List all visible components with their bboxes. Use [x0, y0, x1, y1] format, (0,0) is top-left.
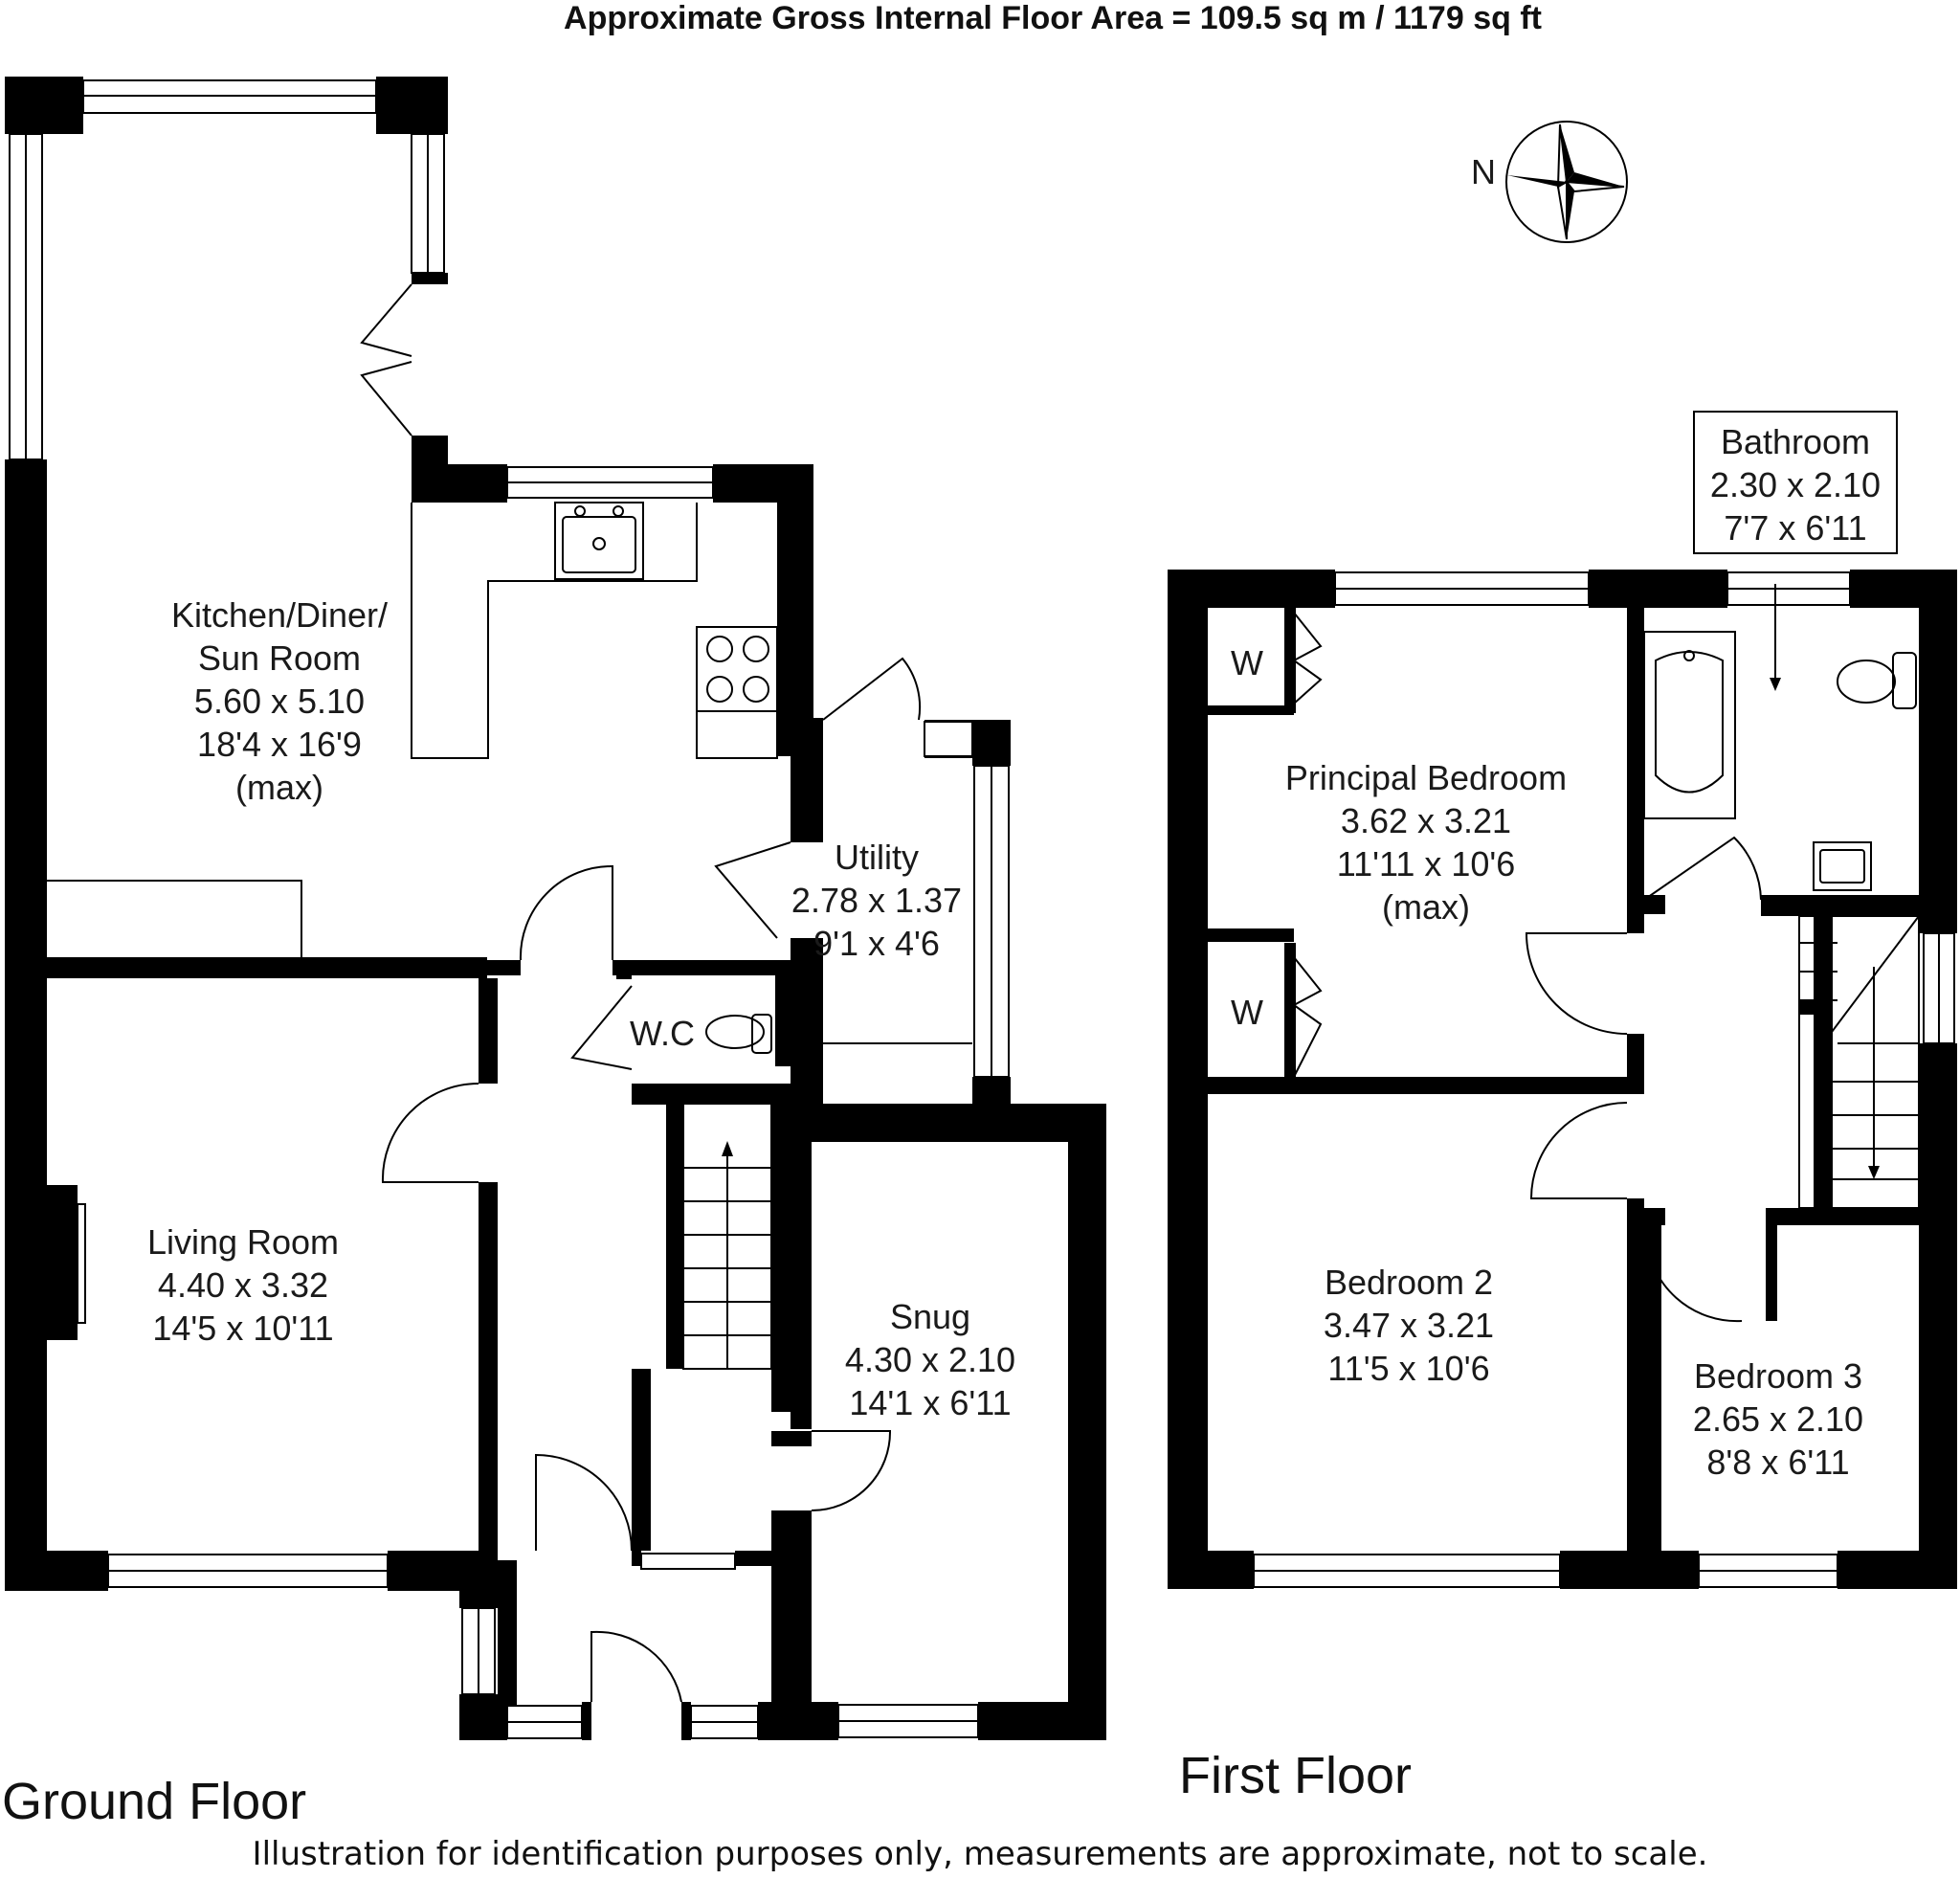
svg-text:Snug: Snug: [890, 1297, 970, 1336]
svg-text:11'11 x 10'6: 11'11 x 10'6: [1337, 844, 1516, 884]
room-utility: Utility 2.78 x 1.37 9'1 x 4'6: [791, 838, 962, 963]
svg-text:3.47 x 3.21: 3.47 x 3.21: [1324, 1306, 1494, 1345]
svg-text:8'8 x 6'11: 8'8 x 6'11: [1706, 1443, 1849, 1482]
ground-floor-plan: [5, 77, 1106, 1740]
svg-text:(max): (max): [1382, 887, 1470, 927]
disclaimer: Illustration for identification purposes…: [253, 1835, 1708, 1873]
svg-text:Bathroom: Bathroom: [1721, 422, 1870, 461]
svg-text:2.30 x 2.10: 2.30 x 2.10: [1710, 465, 1881, 504]
first-floor-title: First Floor: [1179, 1747, 1412, 1804]
svg-text:Bedroom 3: Bedroom 3: [1694, 1356, 1862, 1396]
svg-text:4.40 x 3.32: 4.40 x 3.32: [158, 1265, 328, 1305]
wardrobe-label-bottom: W: [1231, 993, 1263, 1032]
svg-text:2.65 x 2.10: 2.65 x 2.10: [1693, 1399, 1863, 1439]
room-living-room: Living Room 4.40 x 3.32 14'5 x 10'11: [147, 1222, 339, 1348]
gross-floor-area: Approximate Gross Internal Floor Area = …: [564, 0, 1542, 36]
svg-text:14'5 x 10'11: 14'5 x 10'11: [152, 1309, 333, 1348]
svg-text:Living Room: Living Room: [147, 1222, 339, 1262]
room-bedroom-3: Bedroom 3 2.65 x 2.10 8'8 x 6'11: [1693, 1356, 1863, 1482]
svg-text:11'5 x 10'6: 11'5 x 10'6: [1327, 1349, 1489, 1388]
ground-floor-title: Ground Floor: [2, 1773, 306, 1830]
room-bedroom-2: Bedroom 2 3.47 x 3.21 11'5 x 10'6: [1324, 1263, 1494, 1388]
svg-text:18'4 x 16'9: 18'4 x 16'9: [197, 725, 362, 764]
svg-text:4.30 x 2.10: 4.30 x 2.10: [845, 1340, 1015, 1379]
room-principal-bedroom: Principal Bedroom 3.62 x 3.21 11'11 x 10…: [1285, 758, 1567, 927]
svg-text:9'1 x 4'6: 9'1 x 4'6: [813, 924, 940, 963]
room-kitchen-diner-sun-room: Kitchen/Diner/ Sun Room 5.60 x 5.10 18'4…: [171, 595, 388, 807]
svg-text:14'1 x 6'11: 14'1 x 6'11: [849, 1383, 1011, 1422]
svg-text:N: N: [1471, 152, 1496, 191]
room-snug: Snug 4.30 x 2.10 14'1 x 6'11: [845, 1297, 1015, 1422]
svg-text:7'7 x 6'11: 7'7 x 6'11: [1724, 508, 1866, 548]
svg-text:Sun Room: Sun Room: [198, 638, 361, 678]
svg-text:5.60 x 5.10: 5.60 x 5.10: [194, 682, 365, 721]
north-compass-icon: N: [1471, 121, 1628, 243]
svg-text:Principal Bedroom: Principal Bedroom: [1285, 758, 1567, 797]
first-floor-plan: [1168, 570, 1957, 1589]
svg-text:2.78 x 1.37: 2.78 x 1.37: [791, 881, 962, 920]
wardrobe-label-top: W: [1231, 643, 1263, 682]
room-wc: W.C: [630, 1014, 695, 1053]
svg-text:Bedroom 2: Bedroom 2: [1325, 1263, 1493, 1302]
svg-text:(max): (max): [235, 768, 323, 807]
room-bathroom: Bathroom 2.30 x 2.10 7'7 x 6'11: [1693, 411, 1898, 554]
svg-text:Utility: Utility: [835, 838, 919, 877]
svg-text:Kitchen/Diner/: Kitchen/Diner/: [171, 595, 388, 635]
svg-text:3.62 x 3.21: 3.62 x 3.21: [1341, 801, 1511, 840]
